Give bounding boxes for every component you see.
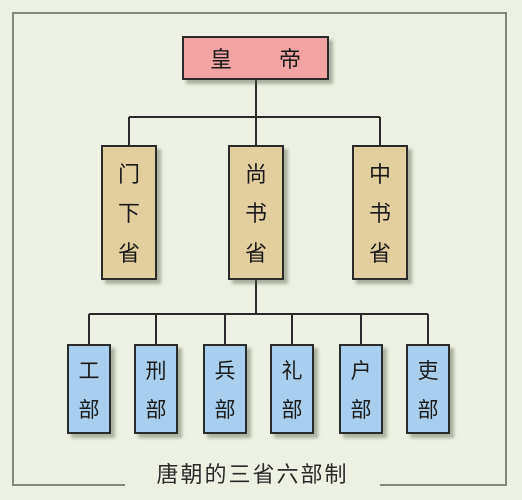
department-char: 尚	[244, 162, 267, 188]
department-char: 省	[117, 242, 140, 268]
department-char: 书	[368, 202, 391, 228]
department-char: 书	[244, 202, 267, 228]
department-zhongshu: 中 书 省	[352, 145, 408, 280]
emperor-box: 皇 帝	[182, 36, 329, 80]
ministry-libu-rites: 礼 部	[270, 344, 314, 434]
ministry-char: 部	[350, 397, 372, 422]
diagram-caption: 唐朝的三省六部制	[125, 453, 380, 493]
department-char: 省	[368, 242, 391, 268]
ministry-char: 刑	[145, 358, 167, 383]
ministry-hubu: 户 部	[339, 344, 383, 434]
department-char: 门	[117, 162, 140, 188]
emperor-label: 皇 帝	[210, 48, 321, 73]
ministry-char: 吏	[417, 358, 439, 383]
ministry-char: 户	[350, 358, 372, 383]
ministry-libu-personnel: 吏 部	[406, 344, 450, 434]
ministry-char: 工	[78, 358, 100, 383]
department-char: 中	[368, 162, 391, 188]
department-shangshu: 尚 书 省	[228, 145, 284, 280]
department-char: 下	[117, 202, 140, 228]
ministry-char: 部	[145, 397, 167, 422]
ministry-char: 礼	[281, 358, 303, 383]
department-char: 省	[244, 242, 267, 268]
ministry-xingbu: 刑 部	[134, 344, 178, 434]
ministry-char: 部	[281, 397, 303, 422]
ministry-gongbu: 工 部	[67, 344, 111, 434]
ministry-char: 部	[417, 397, 439, 422]
ministry-char: 部	[78, 397, 100, 422]
ministry-char: 部	[214, 397, 236, 422]
department-menxia: 门 下 省	[101, 145, 157, 280]
ministry-bingbu: 兵 部	[203, 344, 247, 434]
ministry-char: 兵	[214, 358, 236, 383]
